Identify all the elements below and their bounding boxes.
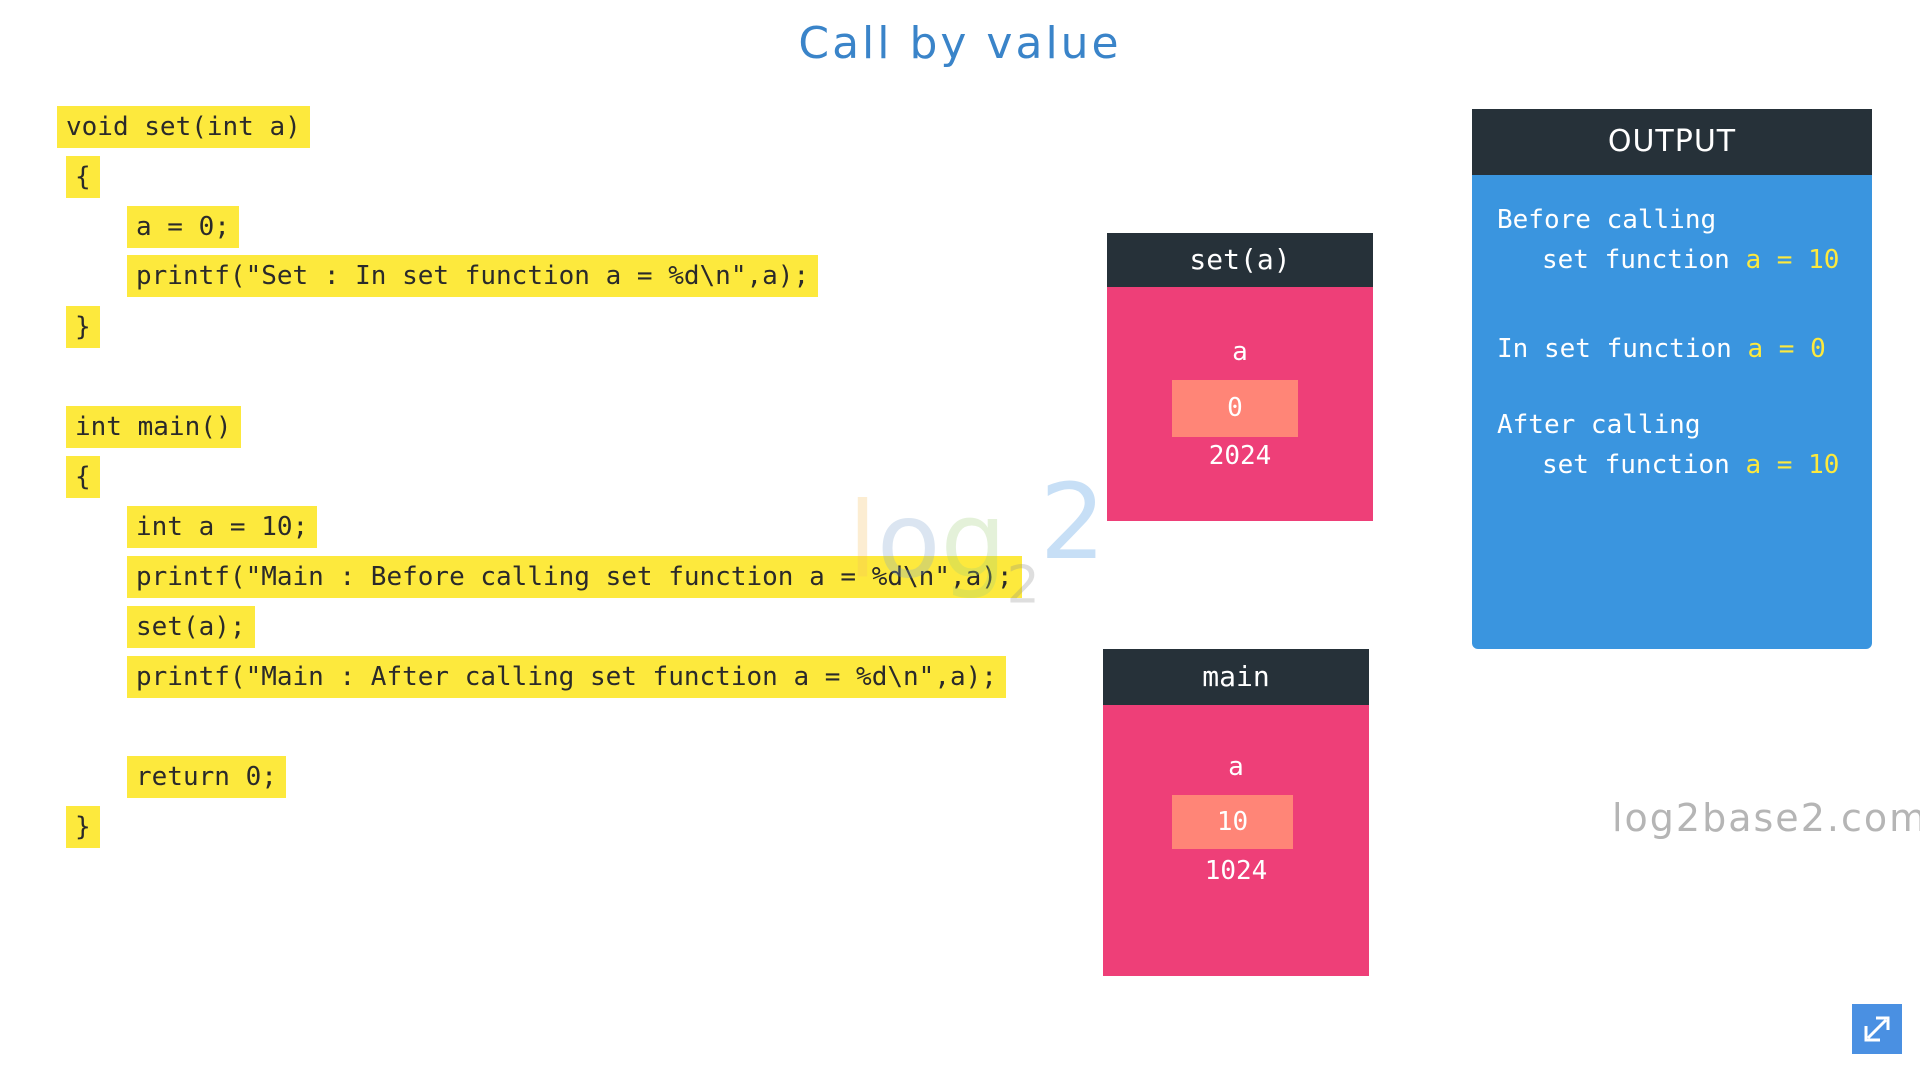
- set-frame-var-name: a: [1232, 337, 1248, 367]
- main-frame-address: 1024: [1204, 856, 1268, 886]
- code-line: int a = 10;: [127, 506, 318, 548]
- output-line: set function a = 10: [1542, 450, 1839, 480]
- code-line: a = 0;: [127, 206, 239, 248]
- output-line: set function a = 10: [1542, 245, 1839, 275]
- output-value: a = 0: [1747, 334, 1826, 364]
- watermark-two: 2: [1039, 461, 1106, 583]
- set-frame-address: 2024: [1208, 441, 1272, 471]
- page-title: Call by value: [798, 18, 1122, 69]
- output-line: Before calling: [1497, 205, 1717, 235]
- expand-icon: [1864, 1016, 1890, 1042]
- set-stack-frame: set(a) a 0 2024: [1107, 233, 1373, 521]
- output-line: After calling: [1497, 410, 1701, 440]
- output-line: In set function a = 0: [1497, 334, 1826, 364]
- code-line: return 0;: [127, 756, 286, 798]
- code-line: printf("Main : Before calling set functi…: [127, 556, 1022, 598]
- watermark-logo: log22: [848, 470, 1106, 612]
- output-value: a = 10: [1745, 245, 1840, 275]
- set-frame-title: set(a): [1107, 233, 1373, 287]
- watermark-letter: g: [940, 479, 1007, 602]
- output-value: a = 10: [1745, 450, 1840, 480]
- watermark-letter: o: [876, 479, 941, 602]
- watermark-letter: l: [848, 479, 877, 602]
- code-line: int main(): [66, 406, 241, 448]
- main-frame-var-name: a: [1228, 752, 1244, 782]
- output-header: OUTPUT: [1472, 109, 1872, 175]
- output-text: set function: [1542, 450, 1730, 480]
- output-text: In set function: [1497, 334, 1732, 364]
- main-frame-var-value: 10: [1172, 795, 1293, 849]
- output-panel: OUTPUT Before calling set function a = 1…: [1472, 109, 1872, 649]
- watermark-subscript: 2: [1006, 555, 1040, 616]
- code-line: set(a);: [127, 606, 255, 648]
- expand-button[interactable]: [1852, 1004, 1902, 1054]
- output-text: set function: [1542, 245, 1730, 275]
- main-stack-frame: main a 10 1024: [1103, 649, 1369, 976]
- code-line: {: [66, 456, 100, 498]
- main-frame-title: main: [1103, 649, 1369, 705]
- code-line: }: [66, 306, 100, 348]
- code-line: void set(int a): [57, 106, 310, 148]
- code-line: }: [66, 806, 100, 848]
- code-line: printf("Main : After calling set functio…: [127, 656, 1006, 698]
- set-frame-var-value: 0: [1172, 380, 1298, 437]
- code-line: {: [66, 156, 100, 198]
- code-line: printf("Set : In set function a = %d\n",…: [127, 255, 819, 297]
- site-watermark: log2base2.com: [1612, 796, 1920, 840]
